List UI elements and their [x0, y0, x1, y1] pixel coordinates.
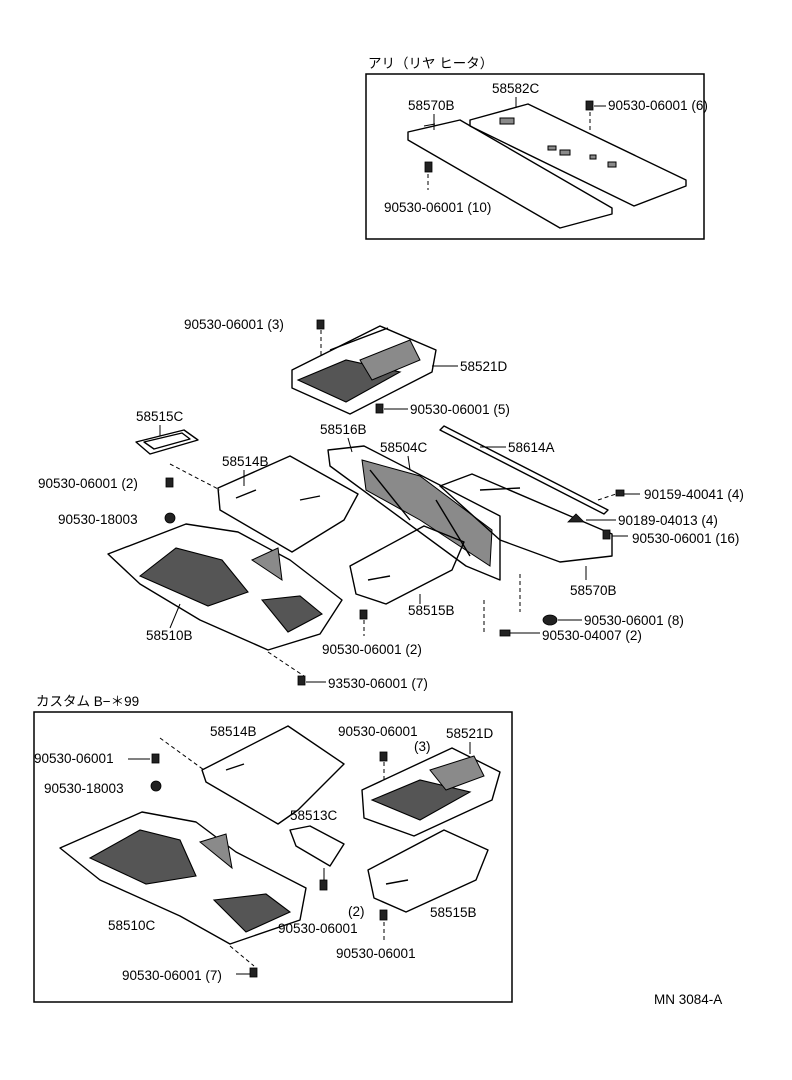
part-58504C	[327, 445, 501, 581]
label-bolt-3: 90530-06001 (3)	[184, 317, 284, 332]
part-58515C	[135, 429, 199, 455]
label-58521D: 58521D	[460, 359, 508, 374]
label-box-bolt-6: 90530-06001 (6)	[608, 98, 708, 113]
clip-icon	[567, 513, 585, 523]
custom-box-title: カスタム B−＊99	[36, 694, 139, 709]
label-58516B: 58516B	[320, 422, 367, 437]
custom-part-58513C	[289, 825, 345, 867]
custom-box	[33, 711, 513, 1003]
bolt-icon	[297, 675, 306, 686]
label-bolt-8: 90530-06001 (8)	[584, 613, 684, 628]
part-58570B	[439, 473, 613, 563]
label-58515C: 58515C	[136, 409, 184, 424]
bolt-icon	[249, 967, 258, 978]
header-box-title: アリ（リヤ ヒータ）	[368, 56, 493, 71]
clip-icon	[542, 614, 558, 626]
clip-icon	[164, 512, 176, 524]
bolt-icon	[379, 751, 388, 762]
label-c-bolt: 90530-06001	[34, 751, 114, 766]
label-bolt-93530: 93530-06001 (7)	[328, 676, 428, 691]
label-c-58513C: 58513C	[290, 808, 338, 823]
bolt-icon	[151, 753, 160, 764]
bolt-icon	[602, 529, 611, 540]
rear-heater-box	[365, 73, 705, 240]
bolt-icon	[424, 161, 433, 173]
bolt-icon	[375, 403, 384, 414]
label-c-58510C: 58510C	[108, 918, 156, 933]
label-58510B: 58510B	[146, 628, 193, 643]
label-58570B: 58570B	[570, 583, 617, 598]
label-c-bolt3-code: 90530-06001	[338, 724, 418, 739]
bolt-icon	[319, 879, 328, 891]
label-c-58521D: 58521D	[446, 726, 494, 741]
label-bolt-04007: 90530-04007 (2)	[542, 628, 642, 643]
custom-part-58510C	[59, 811, 307, 945]
bolt-icon	[499, 629, 511, 637]
label-c-bolt-b: 90530-06001	[336, 946, 416, 961]
label-c-58515B: 58515B	[430, 905, 477, 920]
clip-icon	[615, 489, 625, 497]
label-bolt-2a: 90530-06001 (2)	[38, 476, 138, 491]
custom-part-58521D	[361, 747, 501, 837]
label-58515B: 58515B	[408, 603, 455, 618]
label-c-bolt-a: 90530-06001	[278, 921, 358, 936]
label-clip-18003: 90530-18003	[58, 512, 138, 527]
label-bolt-5: 90530-06001 (5)	[410, 402, 510, 417]
label-clip-40041: 90159-40041 (4)	[644, 487, 744, 502]
footer-code: MN 3084-A	[654, 992, 722, 1007]
clip-icon	[150, 780, 162, 792]
part-58514B	[217, 455, 359, 553]
label-c-qty2: (2)	[348, 904, 365, 919]
label-bolt-16: 90530-06001 (16)	[632, 531, 739, 546]
label-c-58514B: 58514B	[210, 724, 257, 739]
label-58504C: 58504C	[380, 440, 428, 455]
label-bolt-2b: 90530-06001 (2)	[322, 642, 422, 657]
bolt-icon	[379, 909, 388, 921]
bolt-icon	[316, 319, 325, 330]
box-floor-silencer-58570B	[407, 119, 613, 229]
box-heater-duct-cover-58582C	[469, 103, 687, 207]
part-58515B	[349, 525, 465, 605]
part-58521D	[291, 325, 437, 415]
part-58510B	[107, 523, 343, 651]
label-clip-04013: 90189-04013 (4)	[618, 513, 718, 528]
bolt-icon	[165, 477, 174, 488]
custom-part-58514B	[201, 725, 345, 825]
bolt-icon	[359, 609, 368, 620]
label-c-bolt3-qty: (3)	[414, 739, 431, 754]
label-box-bolt-10: 90530-06001 (10)	[384, 200, 491, 215]
bolt-icon	[585, 100, 594, 111]
custom-part-58515B	[367, 829, 489, 913]
label-box-58570B: 58570B	[408, 98, 455, 113]
label-c-clip: 90530-18003	[44, 781, 124, 796]
label-c-bolt7: 90530-06001 (7)	[122, 968, 222, 983]
part-58614A	[439, 425, 609, 515]
label-58614A: 58614A	[508, 440, 555, 455]
label-58514B: 58514B	[222, 454, 269, 469]
label-box-58582C: 58582C	[492, 81, 540, 96]
